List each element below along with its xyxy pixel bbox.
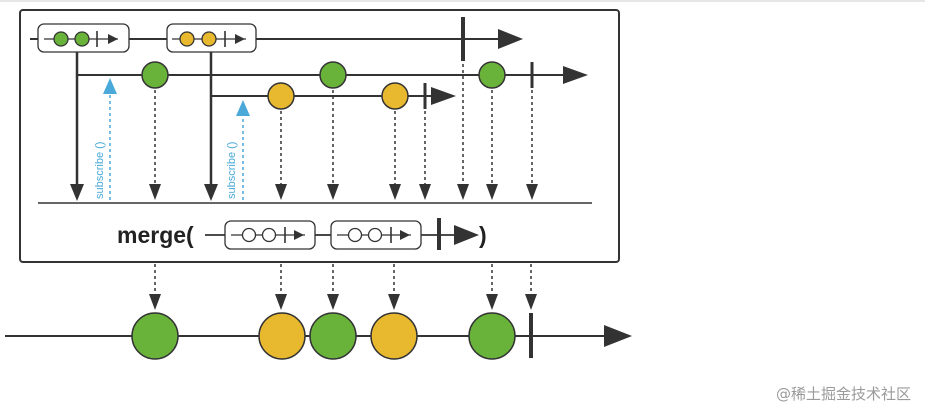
marble-yellow bbox=[267, 82, 295, 110]
output-marble-yellow bbox=[370, 312, 418, 360]
stream-box-green bbox=[37, 23, 130, 53]
inner-stream-2-arrowhead bbox=[431, 87, 456, 105]
subscribe-label: subscribe () bbox=[226, 142, 238, 199]
watermark: @稀土掘金技术社区 bbox=[775, 385, 911, 403]
marble-green bbox=[319, 61, 347, 89]
subscribe-label: subscribe () bbox=[94, 142, 106, 199]
output-marble-green bbox=[309, 312, 357, 360]
output-event-arrows bbox=[149, 264, 537, 310]
output-timeline-arrowhead bbox=[604, 325, 632, 347]
mini-marble-yellow bbox=[179, 31, 195, 47]
inner-stream-1-arrowhead bbox=[563, 66, 588, 84]
marble-green bbox=[478, 61, 506, 89]
stream-box-yellow bbox=[166, 23, 257, 53]
marble-yellow bbox=[381, 82, 409, 110]
operator-close: ) bbox=[479, 222, 487, 248]
outer-timeline-arrowhead bbox=[498, 29, 523, 49]
output-marble-green bbox=[468, 312, 516, 360]
mini-marble-green bbox=[74, 31, 90, 47]
output-marble-green bbox=[131, 312, 179, 360]
output-marble-yellow bbox=[258, 312, 306, 360]
operator-stream-box bbox=[330, 220, 422, 250]
top-border bbox=[0, 0, 925, 2]
mini-marble-yellow bbox=[201, 31, 217, 47]
mini-marble-green bbox=[53, 31, 69, 47]
operator-label: merge( bbox=[117, 222, 194, 248]
marble-green bbox=[141, 61, 169, 89]
inner-event-arrows bbox=[149, 64, 538, 200]
operator-stream-box bbox=[224, 220, 316, 250]
operator-frame bbox=[19, 9, 620, 263]
